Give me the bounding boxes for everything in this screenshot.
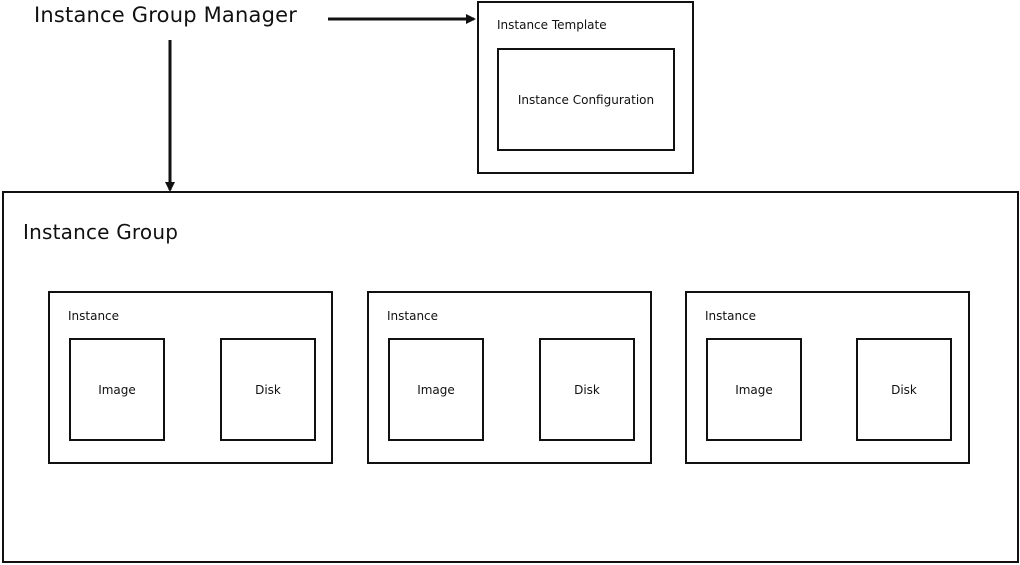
disk-box: Disk [856,338,952,441]
instance-label: Instance [705,309,757,323]
disk-box: Disk [220,338,316,441]
image-box: Image [69,338,165,441]
instance-box: Instance Image Disk [48,291,333,464]
disk-label: Disk [574,382,600,397]
image-label: Image [735,382,773,397]
instance-group-manager-label: Instance Group Manager [34,3,298,27]
image-label: Image [417,382,455,397]
instance-label: Instance [387,309,439,323]
instance-group-label: Instance Group [23,220,179,244]
disk-box: Disk [539,338,635,441]
image-label: Image [98,382,136,397]
instance-configuration-label: Instance Configuration [517,92,655,107]
instance-box: Instance Image Disk [685,291,970,464]
disk-label: Disk [891,382,917,397]
instance-template-label: Instance Template [497,18,607,32]
instance-label: Instance [68,309,120,323]
instance-template-box: Instance Template Instance Configuration [477,1,694,174]
instance-box: Instance Image Disk [367,291,652,464]
image-box: Image [388,338,484,441]
disk-label: Disk [255,382,281,397]
instance-configuration-box: Instance Configuration [497,48,675,151]
image-box: Image [706,338,802,441]
